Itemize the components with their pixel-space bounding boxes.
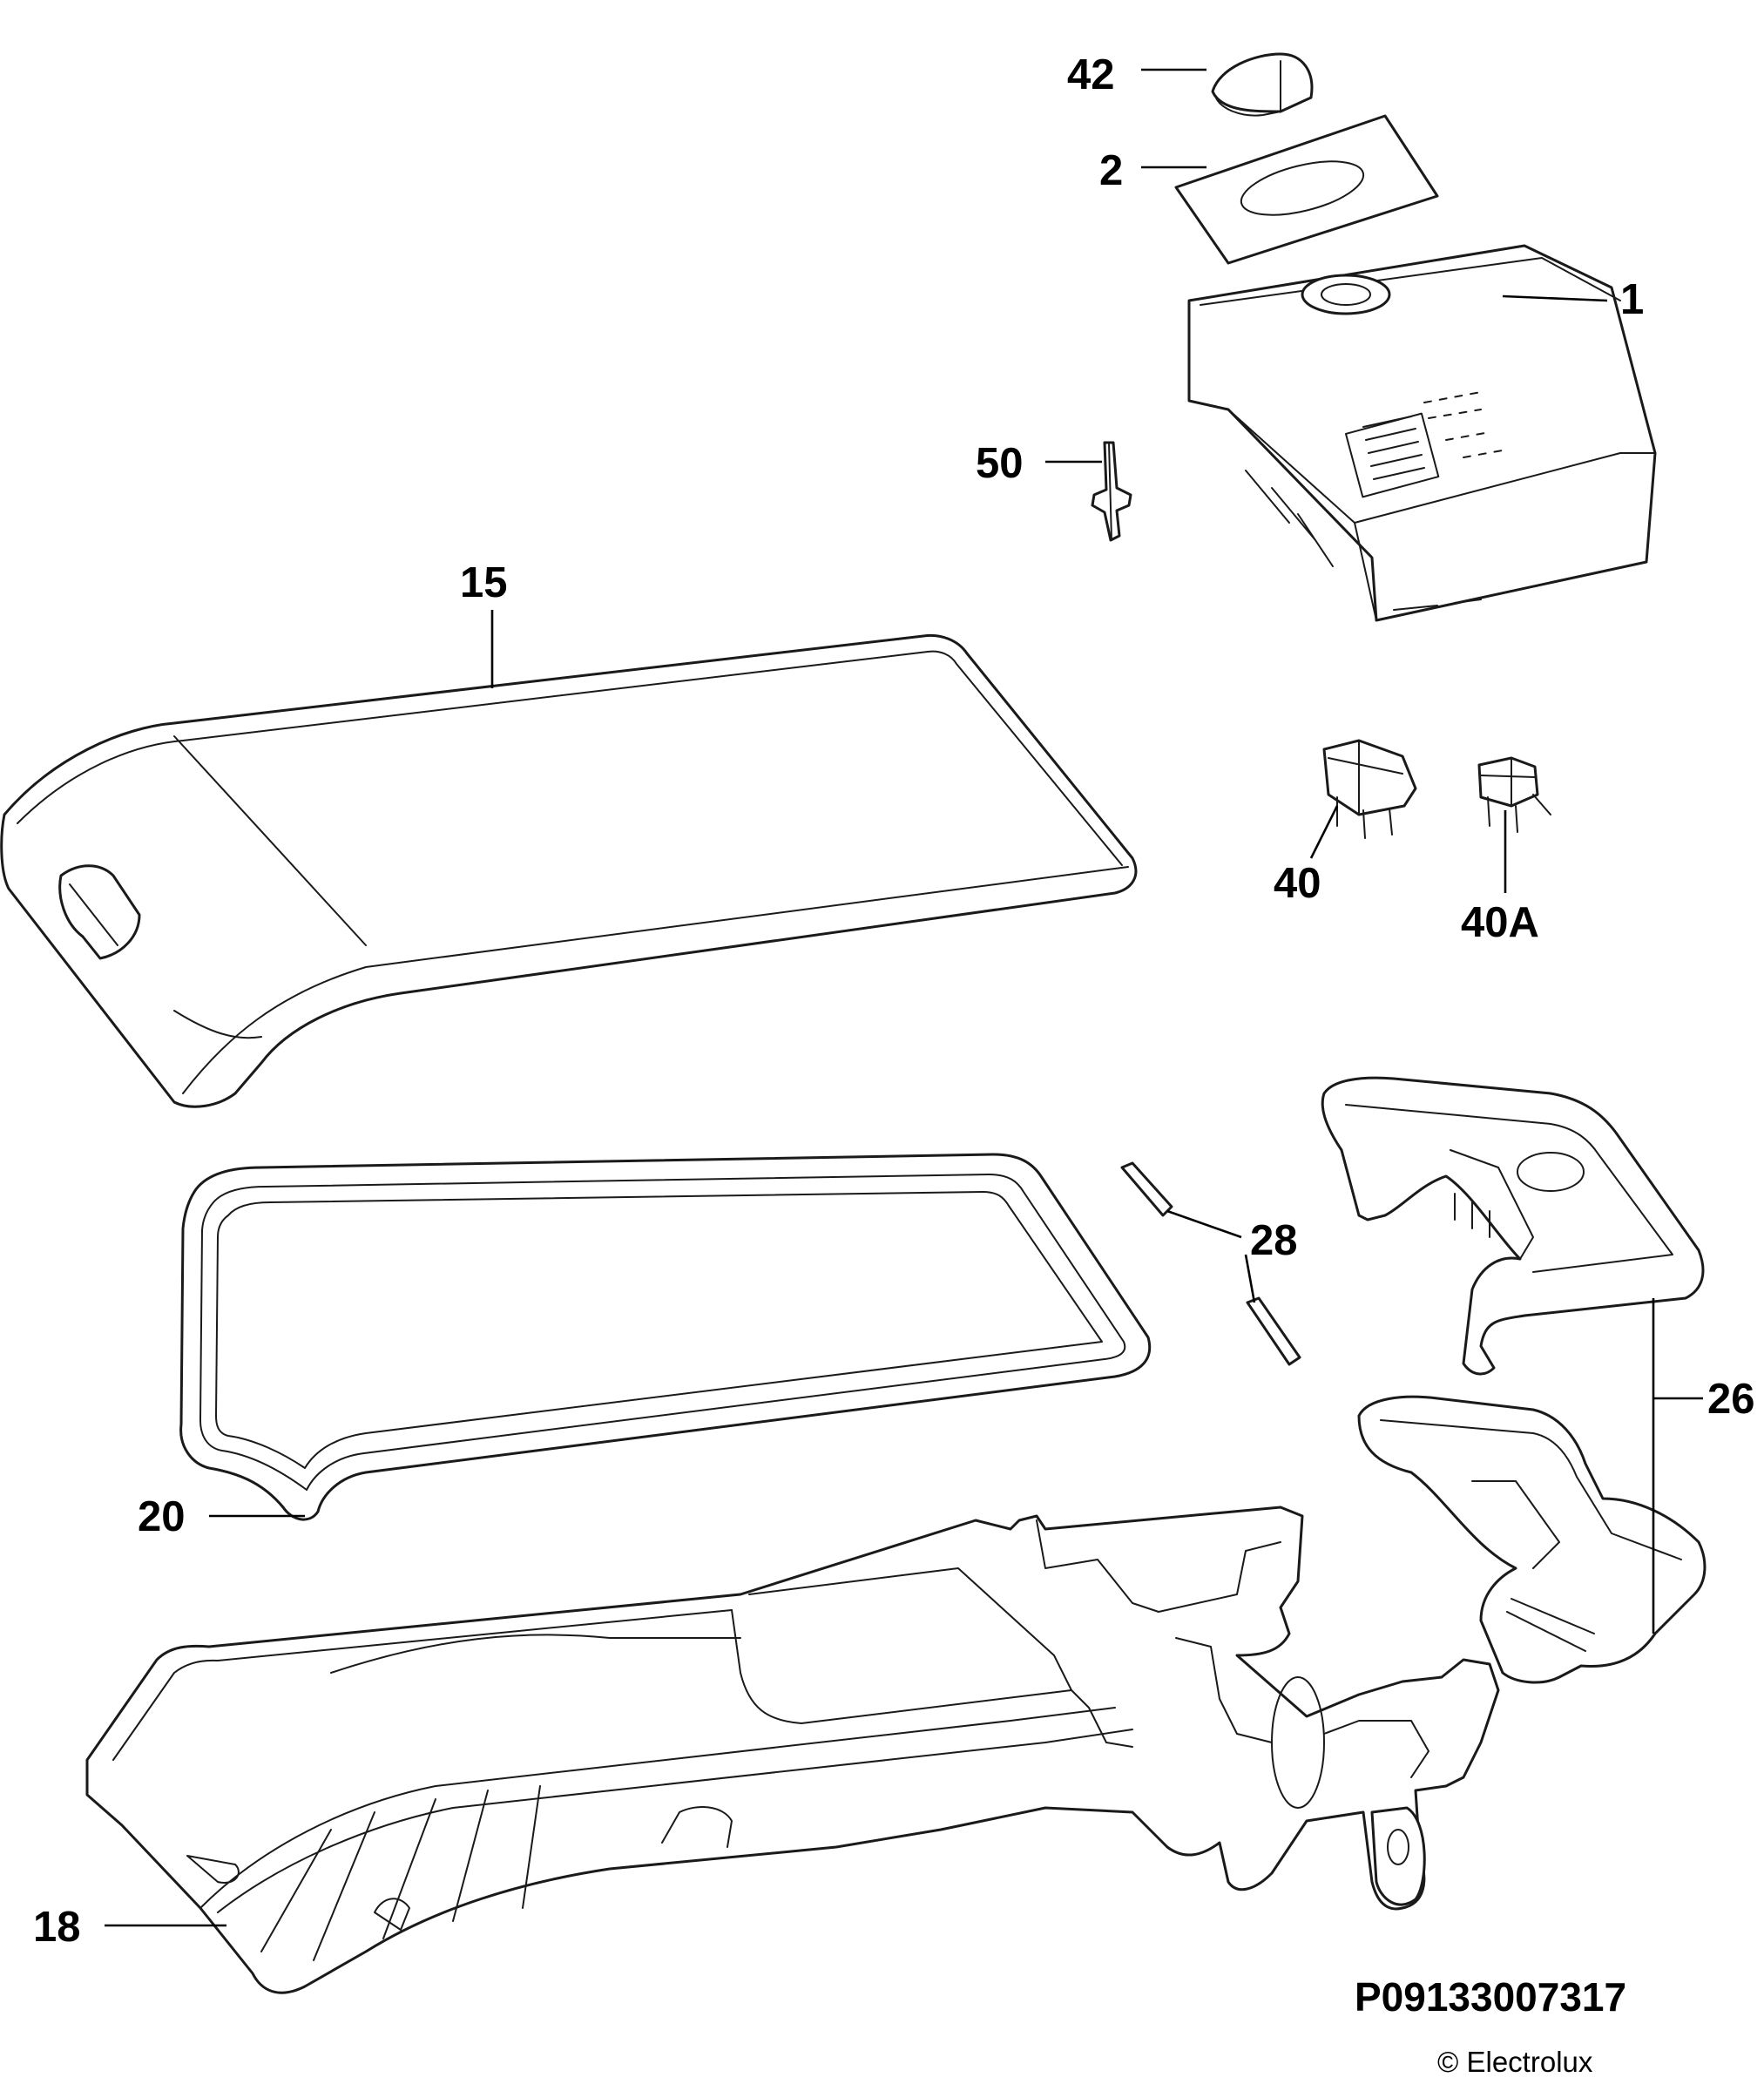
part-50-pin bbox=[1091, 441, 1132, 542]
part-28-pins bbox=[1120, 1161, 1301, 1366]
copyright-notice: © Electrolux bbox=[1437, 2046, 1593, 2078]
leader-1 bbox=[1502, 294, 1608, 302]
part-2-label bbox=[1174, 114, 1439, 265]
callout-40: 40 bbox=[1274, 860, 1321, 907]
callout-1: 1 bbox=[1620, 276, 1644, 323]
part-42-knob bbox=[1211, 52, 1314, 117]
part-20-gasket bbox=[179, 1153, 1152, 1521]
part-18-base-frame bbox=[85, 1506, 1500, 1994]
part-15-lid bbox=[0, 633, 1138, 1108]
callout-50: 50 bbox=[976, 440, 1024, 487]
callout-26: 26 bbox=[1707, 1376, 1755, 1423]
callout-20: 20 bbox=[138, 1493, 186, 1540]
part-26-dispenser bbox=[1321, 1076, 1707, 1684]
callout-40a: 40A bbox=[1461, 899, 1539, 946]
callout-2: 2 bbox=[1099, 147, 1123, 194]
part-40a-switch bbox=[1477, 756, 1551, 833]
part-40-switch bbox=[1322, 739, 1417, 839]
callout-18: 18 bbox=[33, 1904, 81, 1951]
footer: P09133007317 © Electrolux bbox=[1355, 1974, 1626, 2078]
callouts: 42 2 1 50 15 40 40A 28 26 20 18 bbox=[33, 51, 1755, 1951]
leader-26 bbox=[1652, 1298, 1703, 1634]
leader-28-a bbox=[1166, 1209, 1242, 1239]
callout-28: 28 bbox=[1250, 1217, 1298, 1264]
leader-lines bbox=[105, 68, 1703, 1927]
callout-15: 15 bbox=[460, 559, 508, 606]
leader-40 bbox=[1309, 805, 1339, 859]
part-1-control-panel bbox=[1187, 244, 1657, 622]
leader-28-b bbox=[1244, 1254, 1256, 1303]
document-number: P09133007317 bbox=[1355, 1974, 1626, 2020]
callout-42: 42 bbox=[1067, 51, 1115, 98]
